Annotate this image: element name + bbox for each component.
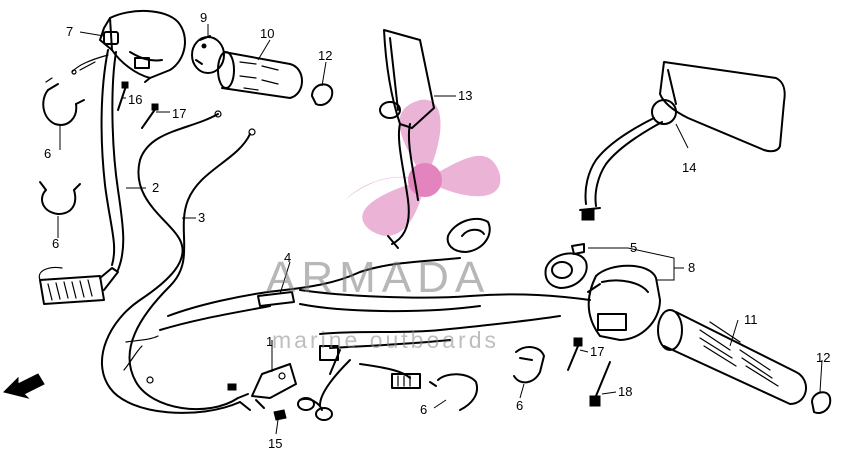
left-mirror (379, 29, 435, 249)
right-grip (657, 309, 807, 405)
throttle-cables (100, 110, 256, 414)
front-arrow-icon (3, 373, 45, 399)
callout-18: 18 (618, 384, 632, 399)
throttle-collar (544, 243, 588, 289)
left-switch-housing (99, 9, 186, 83)
callout-14: 14 (682, 160, 696, 175)
callout-6-right: 6 (516, 398, 523, 413)
callout-2: 2 (152, 180, 159, 195)
callout-6-lower: 6 (52, 236, 59, 251)
callout-8: 8 (688, 260, 695, 275)
callout-7: 7 (66, 24, 73, 39)
main-wiring-harness (297, 315, 561, 421)
callout-4: 4 (284, 250, 291, 265)
clamp-6-middle (429, 373, 478, 411)
small-bolt-15 (273, 409, 287, 421)
watermark-title: ARMADA (266, 253, 490, 302)
left-band-clamp-upper (42, 77, 85, 126)
right-bar-end-weight (810, 391, 832, 414)
screw-17-right (567, 337, 583, 371)
callout-13: 13 (458, 88, 472, 103)
left-bar-end-weight (310, 83, 334, 106)
callout-16: 16 (128, 92, 142, 107)
cable-bracket (251, 363, 297, 409)
callout-1: 1 (266, 334, 273, 349)
callout-15: 15 (268, 436, 282, 451)
mirror-holder (446, 217, 491, 253)
callout-6-upper: 6 (44, 146, 51, 161)
callout-6-middle: 6 (420, 402, 427, 417)
callout-5: 5 (630, 240, 637, 255)
left-band-clamp-lower (39, 181, 81, 215)
callout-17-right: 17 (590, 344, 604, 359)
left-switch-harness (38, 49, 125, 305)
callout-12-left: 12 (318, 48, 332, 63)
screw-17-left (141, 103, 159, 129)
callout-17-left: 17 (172, 106, 186, 121)
clamp-6-right (513, 346, 545, 384)
screw-18 (589, 361, 611, 407)
callout-11: 11 (744, 312, 758, 327)
right-switch-housing (587, 264, 661, 341)
watermark-subtitle: marine outboards (272, 327, 499, 353)
screw-16 (117, 81, 129, 111)
callout-12-right: 12 (816, 350, 830, 365)
watermark-logo (345, 99, 501, 236)
leader-lines (57, 24, 823, 435)
right-mirror (579, 61, 786, 221)
callout-3: 3 (198, 210, 205, 225)
clutch-cable (123, 257, 591, 384)
callout-9: 9 (200, 10, 207, 25)
callout-10: 10 (260, 26, 274, 41)
left-grip (191, 35, 303, 99)
